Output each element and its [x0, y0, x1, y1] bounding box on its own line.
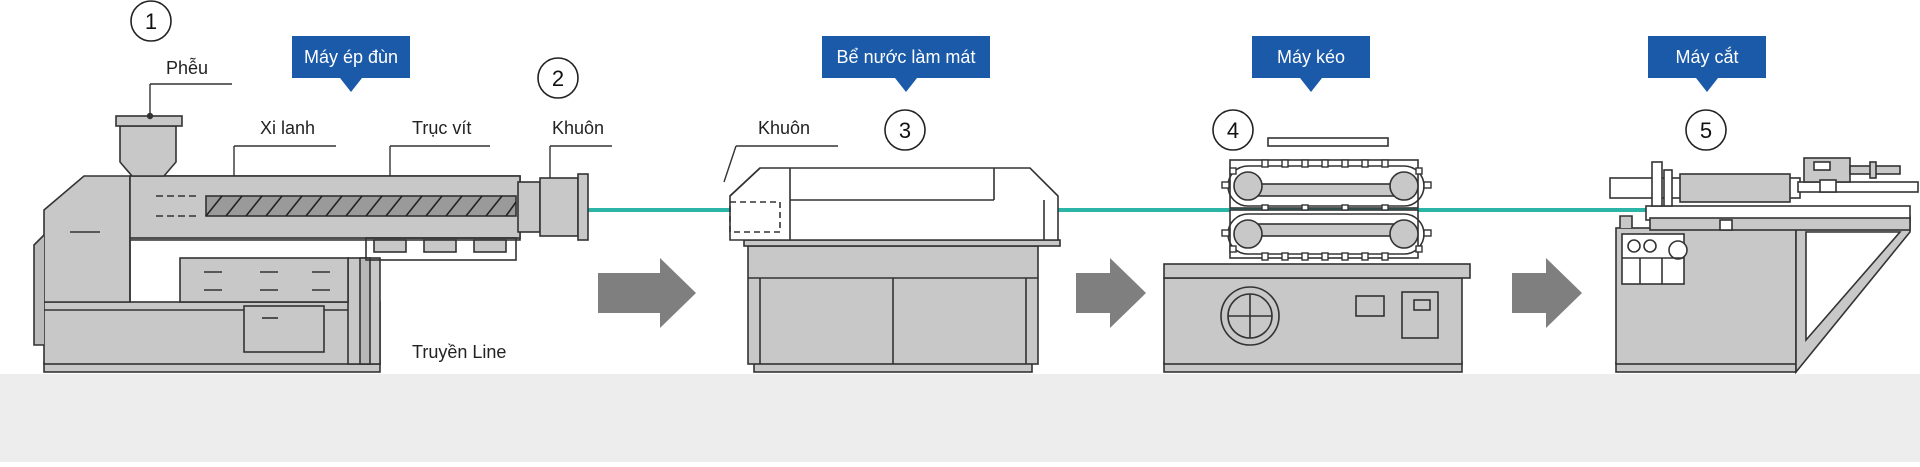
step-number-3: 3 — [899, 118, 911, 143]
step-number-2: 2 — [552, 66, 564, 91]
flow-arrow-1 — [598, 258, 696, 328]
callout-cutter: Máy cắt — [1648, 36, 1766, 92]
label-die: Khuôn — [552, 118, 604, 138]
cutter-machine — [1609, 157, 1919, 375]
step-number-1: 1 — [145, 9, 157, 34]
step-number-4: 4 — [1227, 118, 1239, 143]
puller-teeth — [1221, 159, 1432, 261]
callout-extruder: Máy ép đùn — [292, 36, 410, 92]
puller-machine — [1163, 137, 1471, 373]
cooling-tank — [729, 167, 1061, 373]
callout-cooling-tank-text: Bể nước làm mát — [837, 47, 976, 67]
step-circle-4 — [1212, 109, 1254, 151]
callout-puller-text: Máy kéo — [1277, 47, 1345, 67]
floor — [0, 374, 1920, 462]
extruder-leaders — [146, 83, 838, 183]
callout-cutter-text: Máy cắt — [1675, 46, 1738, 67]
callout-puller: Máy kéo — [1252, 36, 1370, 92]
step-circle-2 — [537, 57, 579, 99]
flow-arrows — [598, 258, 1582, 328]
step-circle-3 — [884, 109, 926, 151]
label-drive-line: Truyền Line — [412, 342, 506, 362]
flow-arrow-3 — [1512, 258, 1582, 328]
step-circle-1 — [130, 0, 172, 42]
step-number-5: 5 — [1700, 118, 1712, 143]
label-cylinder: Xi lanh — [260, 118, 315, 138]
callout-cooling-tank: Bể nước làm mát — [822, 36, 990, 92]
flow-arrow-2 — [1076, 258, 1146, 328]
label-tank-die: Khuôn — [758, 118, 810, 138]
label-hopper: Phễu — [166, 57, 208, 78]
callout-extruder-text: Máy ép đùn — [304, 47, 398, 67]
step-circle-5 — [1685, 109, 1727, 151]
label-screw: Trục vít — [412, 118, 471, 138]
extruder-machine — [33, 115, 589, 373]
